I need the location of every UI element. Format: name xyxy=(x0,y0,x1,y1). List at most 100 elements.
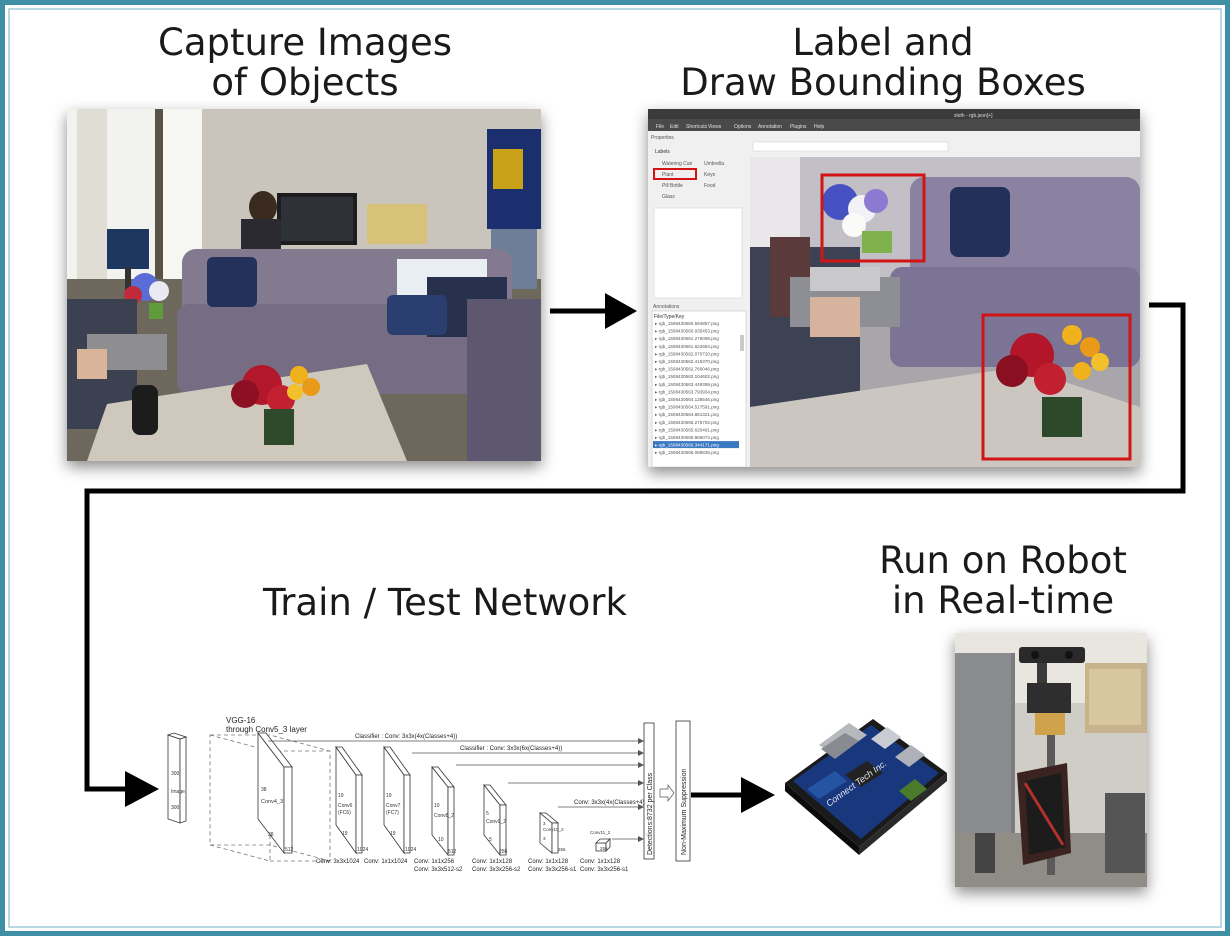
dev-board-image: Connect Tech Inc. xyxy=(785,719,947,855)
menu-item-annotation[interactable]: Annotation xyxy=(758,124,782,130)
svg-text:Conv: 1x1x128: Conv: 1x1x128 xyxy=(528,859,569,865)
toolbar-field[interactable] xyxy=(752,141,949,152)
vgg-label-line1: VGG-16 xyxy=(226,716,256,725)
file-list-item[interactable]: ▸ rgb_1508430562.760046.png xyxy=(655,367,719,372)
file-list-item[interactable]: ▸ rgb_1508430564.517591.png xyxy=(655,405,719,410)
label-button-watering-can[interactable]: Watering Can xyxy=(662,161,693,167)
svg-text:▸ rgb_1508430565.275702.png: ▸ rgb_1508430565.275702.png xyxy=(655,420,719,425)
file-list-item[interactable]: ▸ rgb_1508430561.276098.png xyxy=(655,336,719,341)
conv10-dim-b: 3 xyxy=(543,836,546,841)
robot-title: Run on Robot in Real-time xyxy=(843,541,1163,621)
conv8-label: Conv8_2 xyxy=(434,813,454,819)
train-title-text: Train / Test Network xyxy=(263,581,627,624)
svg-text:▸ rgb_1508430563.104602.png: ▸ rgb_1508430563.104602.png xyxy=(655,374,719,379)
svg-text:▸ rgb_1508430565.965072.png: ▸ rgb_1508430565.965072.png xyxy=(655,435,719,440)
svg-text:▸ rgb_1508430562.415370.png: ▸ rgb_1508430562.415370.png xyxy=(655,359,719,364)
annotations-label: Annotations xyxy=(653,304,680,310)
file-list-item[interactable]: ▸ rgb_1508430565.620491.png xyxy=(655,427,719,432)
window-title: sloth - rgb.json[+] xyxy=(954,113,993,119)
file-list-item[interactable]: ▸ rgb_1508430565.275702.png xyxy=(655,420,719,425)
robot-photo xyxy=(955,633,1147,887)
svg-text:Conv: 3x3x512-s2: Conv: 3x3x512-s2 xyxy=(414,867,463,873)
svg-text:▸ rgb_1508430562.760046.png: ▸ rgb_1508430562.760046.png xyxy=(655,367,719,372)
conv-label: Conv: 3x3x1024 xyxy=(316,859,360,865)
label-button-glass[interactable]: Glass xyxy=(662,194,675,200)
fc6-label: Conv6 xyxy=(338,803,353,809)
labels-header: Labels xyxy=(655,149,670,155)
svg-text:▸ rgb_1508430560.935453.png: ▸ rgb_1508430560.935453.png xyxy=(655,329,719,334)
vgg-label-line2: through Conv5_3 layer xyxy=(226,725,307,734)
file-list-item[interactable]: ▸ rgb_1508430563.104602.png xyxy=(655,374,719,379)
label-button-keys[interactable]: Keys xyxy=(704,172,716,178)
menu-item-edit[interactable]: Edit xyxy=(670,124,679,130)
image-block-label: Image xyxy=(171,789,185,795)
label-title: Label and Draw Bounding Boxes xyxy=(653,23,1113,103)
conv-label: Conv: 1x1x1024 xyxy=(364,859,408,865)
label-button-pill-bottle[interactable]: Pill Bottle xyxy=(662,183,683,189)
menu-item-help[interactable]: Help xyxy=(814,124,825,130)
label-button-food[interactable]: Food xyxy=(704,183,716,189)
robot-illustration xyxy=(955,633,1147,887)
conv8-dim-b: 10 xyxy=(438,837,444,843)
svg-text:▸ rgb_1508430561.622684.png: ▸ rgb_1508430561.622684.png xyxy=(655,344,719,349)
menu-item-views[interactable]: Views xyxy=(708,124,722,130)
label-button-umbrella[interactable]: Umbrella xyxy=(704,161,724,167)
svg-text:▸ rgb_1508430562.070720.png: ▸ rgb_1508430562.070720.png xyxy=(655,351,719,356)
robot-title-line1: Run on Robot xyxy=(879,539,1127,582)
svg-text:▸ rgb_1508430563.449399.png: ▸ rgb_1508430563.449399.png xyxy=(655,382,719,387)
svg-text:Conv: 1x1x128: Conv: 1x1x128 xyxy=(580,859,621,865)
conv4-dim-b: 38 xyxy=(268,832,274,838)
living-room-photo xyxy=(67,109,541,461)
file-list-item[interactable]: ▸ rgb_1508430563.793934.png xyxy=(655,389,719,394)
label-button-plant[interactable]: Plant xyxy=(653,168,697,180)
svg-text:Keys: Keys xyxy=(704,172,716,178)
labeling-canvas[interactable] xyxy=(750,157,1140,467)
svg-text:Conv: 3x3x256-s1: Conv: 3x3x256-s1 xyxy=(528,867,577,873)
classifier-top-label: Classifier : Conv: 3x3x(4x(Classes+4)) xyxy=(355,734,457,740)
svg-text:▸ rgb_1508430561.276098.png: ▸ rgb_1508430561.276098.png xyxy=(655,336,719,341)
conv10-depth: 256 xyxy=(558,847,566,852)
file-list-item[interactable]: ▸ rgb_1508430560.584857.png xyxy=(655,321,719,326)
file-list-item[interactable]: ▸ rgb_1508430561.622684.png xyxy=(655,344,719,349)
file-list-item[interactable]: ▸ rgb_1508430563.449399.png xyxy=(655,382,719,387)
fc7-dim-b: 19 xyxy=(390,831,396,837)
capture-title-line2: of Objects xyxy=(211,61,399,104)
file-list-item[interactable]: ▸ rgb_1508430564.861321.png xyxy=(655,412,719,417)
conv9-dim-b: 5 xyxy=(489,837,492,843)
conv8-dim-a: 10 xyxy=(434,803,440,809)
file-list-item[interactable]: ▸ rgb_1508430565.965072.png xyxy=(655,435,719,440)
robot-title-line2: in Real-time xyxy=(891,579,1115,622)
file-list-item[interactable]: ▸ rgb_1508430566.088835.png xyxy=(655,450,719,455)
svg-text:Food: Food xyxy=(704,183,716,189)
label-title-line1: Label and xyxy=(792,21,974,64)
conv-labels: Conv: 3x3x1024 Conv: 1x1x1024 Conv: 1x1x25… xyxy=(316,859,629,873)
menu-item-plugins[interactable]: Plugins xyxy=(790,124,807,130)
conv4-dim-a: 38 xyxy=(261,787,267,793)
menu-item-shortcuts[interactable]: Shortcuts xyxy=(686,124,708,130)
file-list-item[interactable]: ▸ rgb_1508430560.935453.png xyxy=(655,329,719,334)
file-list-scrollbar[interactable] xyxy=(740,335,744,351)
file-list-item[interactable]: ▸ rgb_1508430562.070720.png xyxy=(655,351,719,356)
menu-item-file[interactable]: File xyxy=(656,124,664,130)
menu-item-options[interactable]: Options xyxy=(734,124,752,130)
svg-text:Conv: 3x3x256-s1: Conv: 3x3x256-s1 xyxy=(580,867,629,873)
file-list-item[interactable]: ▸ rgb_1508430562.415370.png xyxy=(655,359,719,364)
bbox-plant-upper[interactable] xyxy=(820,173,926,263)
conv9-depth: 256 xyxy=(499,849,508,855)
conv4-label: Conv4_3 xyxy=(261,799,283,805)
image-size-bottom: 300 xyxy=(171,805,180,811)
file-list-item[interactable]: ▸ rgb_1508430566.344171.png xyxy=(653,441,739,449)
image-size-top: 300 xyxy=(171,771,180,777)
svg-text:Conv: 1x1x128: Conv: 1x1x128 xyxy=(472,859,513,865)
fc7-dim-a: 19 xyxy=(386,793,392,799)
label-title-line2: Draw Bounding Boxes xyxy=(680,61,1086,104)
file-list-item[interactable]: ▸ rgb_1508430564.138546.png xyxy=(655,397,719,402)
conv10-label: Conv10_2 xyxy=(543,827,564,832)
svg-text:Glass: Glass xyxy=(662,194,675,200)
svg-text:▸ rgb_1508430560.584857.png: ▸ rgb_1508430560.584857.png xyxy=(655,321,719,326)
